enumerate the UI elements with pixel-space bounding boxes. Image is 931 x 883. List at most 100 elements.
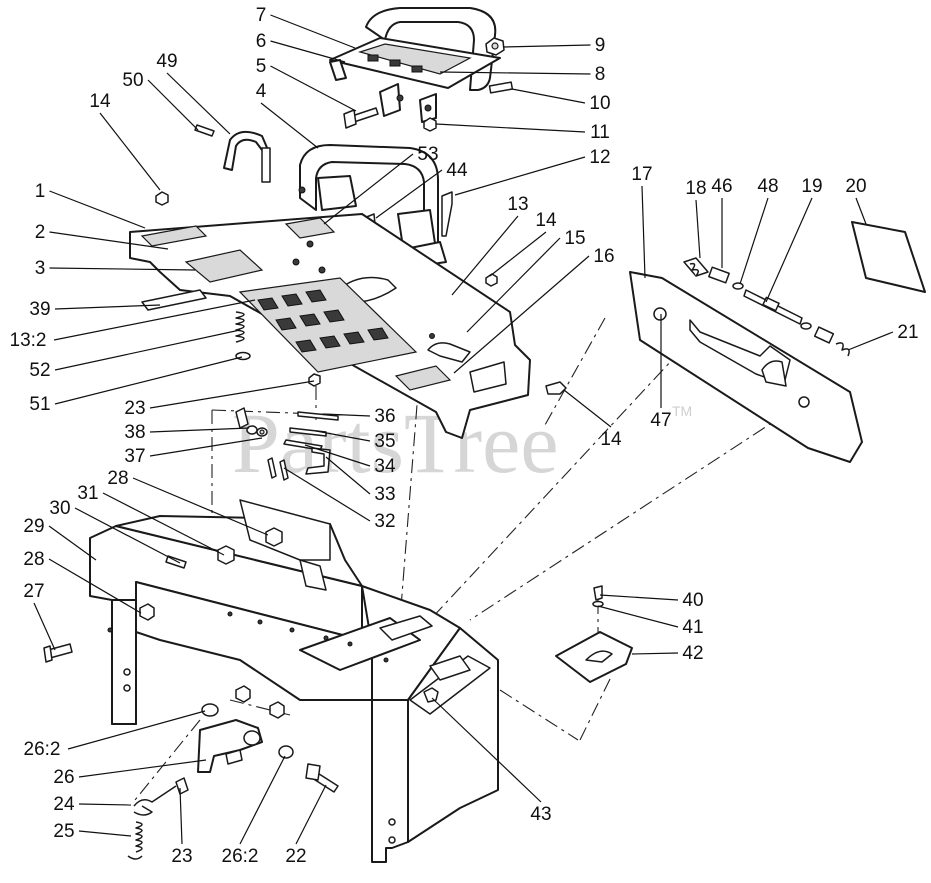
- leader-c23a: [149, 380, 315, 409]
- leader-c27: [33, 602, 56, 651]
- callout-c25: 25: [53, 821, 74, 842]
- leader-c26a: [67, 710, 206, 750]
- watermark-tm: TM: [672, 403, 692, 419]
- leader-c52: [54, 329, 241, 371]
- latch-parts: [194, 124, 271, 183]
- callout-c51: 51: [29, 394, 50, 415]
- callout-c26c: 26:2: [222, 846, 259, 867]
- callout-c26a: 26:2: [24, 739, 61, 760]
- leader-c49: [166, 72, 231, 135]
- leader-c35: [315, 430, 371, 442]
- callout-c4: 4: [256, 81, 267, 102]
- right-bracket-plate: [629, 221, 926, 463]
- leader-c32: [283, 467, 371, 522]
- main-frame: [89, 499, 499, 863]
- callout-c14c: 14: [600, 429, 622, 450]
- leader-c20: [855, 197, 867, 225]
- callout-c9: 9: [595, 35, 606, 56]
- callout-c22: 22: [285, 846, 306, 867]
- leader-c23b: [179, 787, 183, 845]
- callout-c15: 15: [564, 228, 585, 249]
- callout-c31: 31: [77, 483, 98, 504]
- leader-c13b: [53, 299, 256, 341]
- leader-c37: [149, 437, 263, 457]
- leader-c8: [439, 71, 591, 75]
- leader-c50: [147, 79, 199, 131]
- callout-c1: 1: [35, 181, 46, 202]
- leader-c36: [322, 413, 371, 417]
- leader-c22: [295, 784, 327, 845]
- callout-c40: 40: [682, 590, 703, 611]
- decal-warning-rows: [257, 289, 389, 353]
- leader-c34: [304, 444, 371, 467]
- nut-23-top: [308, 373, 321, 387]
- leader-c26b: [78, 759, 207, 778]
- callout-c26b: 26: [53, 767, 74, 788]
- leader-c39: [54, 304, 161, 310]
- callout-c42: 42: [682, 643, 703, 664]
- callout-c18: 18: [685, 178, 706, 199]
- leader-c19: [765, 197, 813, 303]
- leader-c40: [599, 594, 679, 601]
- callout-c44: 44: [446, 160, 468, 181]
- leader-c14b: [489, 231, 547, 277]
- callout-c29: 29: [23, 516, 44, 537]
- leader-c43: [431, 697, 542, 803]
- leader-c2: [49, 231, 169, 250]
- leader-c38: [149, 427, 250, 433]
- callout-c28a: 28: [107, 468, 128, 489]
- leader-c14c: [563, 389, 612, 428]
- leader-c18: [695, 199, 701, 259]
- leader-c1: [49, 190, 146, 229]
- leader-c48: [739, 197, 769, 285]
- leader-c21: [847, 331, 894, 351]
- callout-c28b: 28: [23, 549, 44, 570]
- fasteners-top: [343, 37, 514, 132]
- callout-c14a: 14: [89, 91, 111, 112]
- callout-c37: 37: [124, 446, 145, 467]
- callout-c16: 16: [593, 246, 614, 267]
- callout-c20: 20: [845, 176, 866, 197]
- leader-c15: [466, 237, 561, 333]
- callout-c39: 39: [29, 299, 50, 320]
- callout-c52: 52: [29, 360, 50, 381]
- leader-c28b: [48, 558, 142, 614]
- callout-c6: 6: [256, 31, 267, 52]
- leader-c7: [270, 14, 356, 49]
- upper-handle-assembly: [329, 7, 501, 123]
- callout-c34: 34: [374, 456, 396, 477]
- leader-c29: [48, 525, 97, 561]
- callout-c53: 53: [417, 144, 438, 165]
- leader-c28a: [132, 477, 269, 536]
- leader-c26c: [239, 755, 286, 845]
- callout-c41: 41: [682, 617, 703, 638]
- callout-c17: 17: [631, 164, 652, 185]
- leader-c51: [54, 356, 243, 405]
- leader-c10: [511, 88, 586, 104]
- callout-c23a: 23: [124, 398, 145, 419]
- callout-c23b: 23: [171, 846, 192, 867]
- spring-52: [235, 311, 251, 361]
- leader-c9: [502, 44, 591, 48]
- leader-c24: [78, 803, 132, 806]
- lower-linkage: [127, 703, 339, 860]
- callout-c43: 43: [530, 804, 551, 825]
- leader-c53: [323, 153, 414, 225]
- bracket-42: [555, 585, 633, 683]
- frame-fasteners: [43, 527, 439, 719]
- leader-c25: [78, 830, 132, 837]
- callout-c10: 10: [589, 93, 610, 114]
- leader-c42: [631, 652, 679, 655]
- leader-c41: [597, 605, 679, 628]
- callout-c49: 49: [156, 51, 177, 72]
- leader-lines: [33, 14, 894, 845]
- callout-c46: 46: [711, 176, 732, 197]
- console-plate: [129, 213, 531, 439]
- callout-c33: 33: [374, 484, 395, 505]
- callout-c47: 47: [650, 410, 671, 431]
- callout-c3: 3: [35, 258, 46, 279]
- leader-c11: [435, 123, 586, 133]
- callout-c14b: 14: [535, 210, 557, 231]
- callout-c13b: 13:2: [10, 330, 47, 351]
